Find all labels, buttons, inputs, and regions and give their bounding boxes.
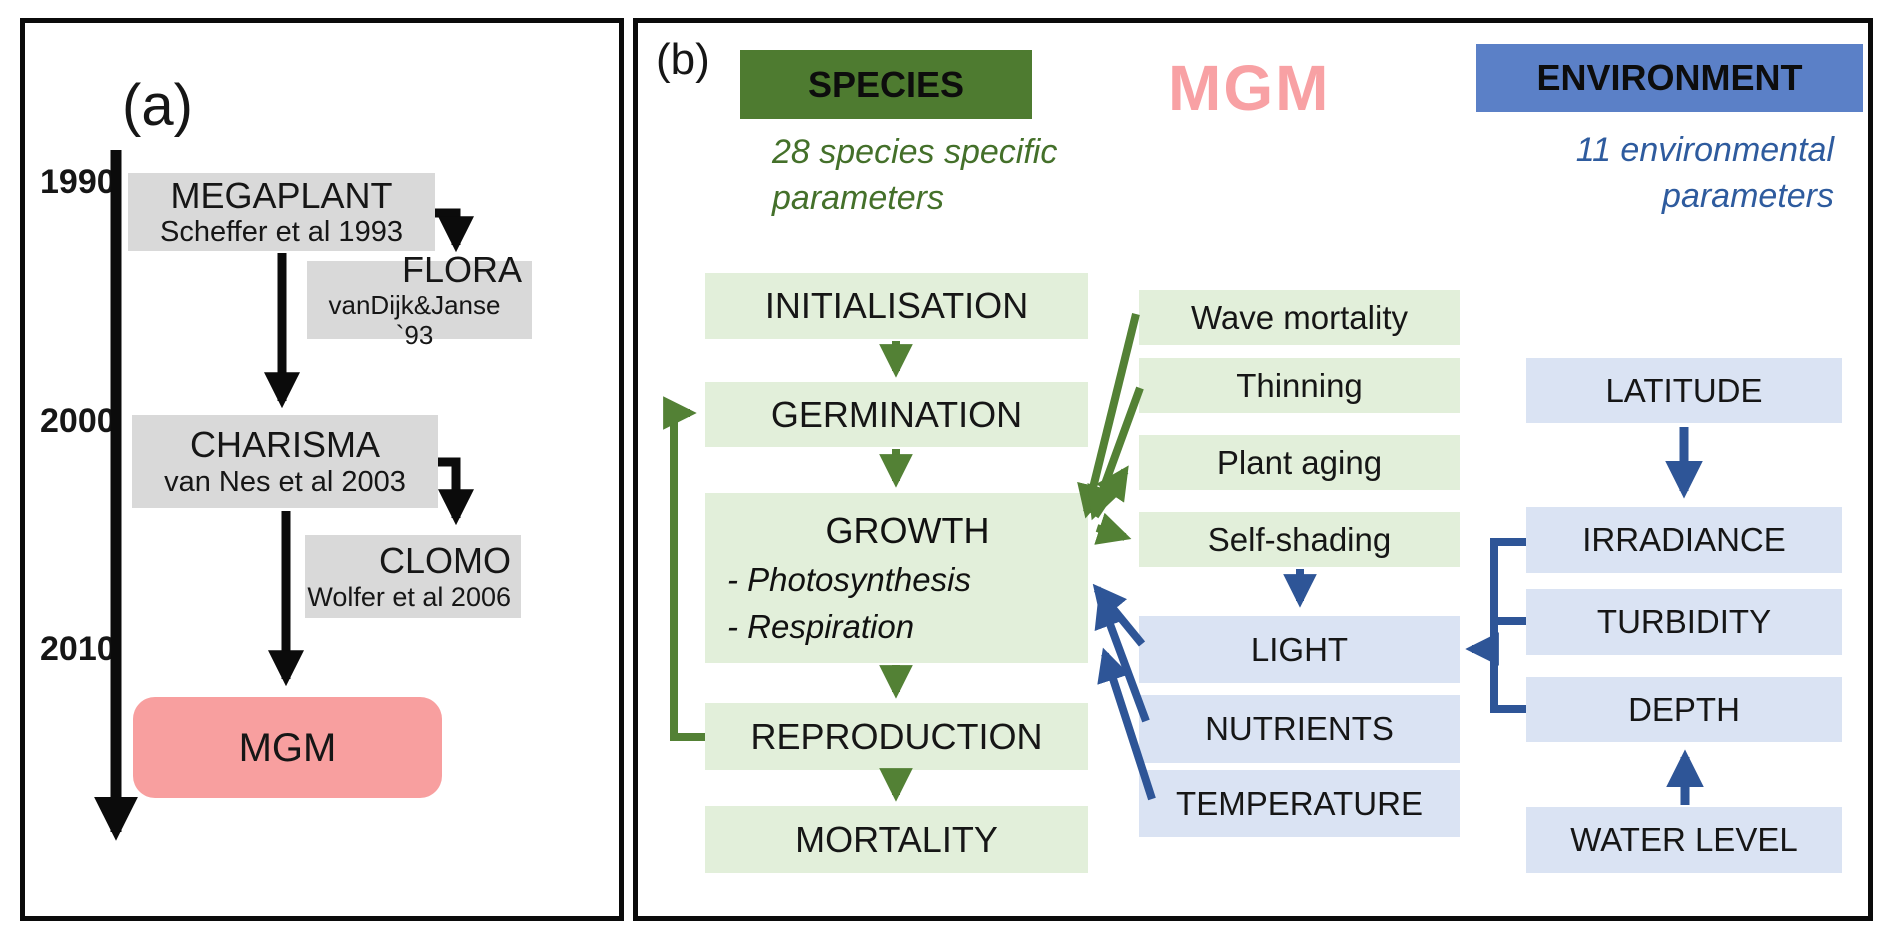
process-box-mortality: MORTALITY xyxy=(705,806,1088,873)
environment-parameter-note: 11 environmental parameters xyxy=(1504,128,1834,219)
environment-input-label-latitude: LATITUDE xyxy=(1605,371,1763,409)
model-name-charisma: CHARISMA xyxy=(189,424,381,466)
environment-input-label-depth: DEPTH xyxy=(1628,690,1740,728)
environment-input-label-irradiance: IRRADIANCE xyxy=(1582,521,1786,559)
environment-input-label-turbidity: TURBIDITY xyxy=(1596,603,1772,641)
environment-input-box-depth: DEPTH xyxy=(1526,677,1842,742)
model-box-megaplant: MEGAPLANT Scheffer et al 1993 xyxy=(128,173,435,251)
process-label-mortality: MORTALITY xyxy=(795,818,998,860)
environment-factor-box-nutrients: NUTRIENTS xyxy=(1139,695,1460,763)
species-process-box-self-shading: Self-shading xyxy=(1139,512,1460,567)
environment-input-box-latitude: LATITUDE xyxy=(1526,358,1842,423)
environment-note-line1: 11 environmental xyxy=(1575,131,1834,169)
species-process-label-plant-aging: Plant aging xyxy=(1216,443,1383,481)
panel-a-label: (a) xyxy=(122,73,193,138)
environment-factor-label-nutrients: NUTRIENTS xyxy=(1205,710,1394,748)
process-label-initialisation: INITIALISATION xyxy=(764,285,1029,327)
species-header: SPECIES xyxy=(740,50,1032,119)
environment-input-label-water-level: WATER LEVEL xyxy=(1570,821,1798,859)
species-note-line2: parameters xyxy=(772,178,944,217)
environment-input-box-water-level: WATER LEVEL xyxy=(1526,807,1842,873)
species-process-box-wave-mortality: Wave mortality xyxy=(1139,290,1460,345)
model-citation-clomo: Wolfer et al 2006 xyxy=(307,581,511,612)
environment-factor-label-temperature: TEMPERATURE xyxy=(1176,784,1423,822)
process-label-reproduction: REPRODUCTION xyxy=(750,715,1043,757)
process-label-growth: GROWTH xyxy=(825,510,990,552)
panel-b-label: (b) xyxy=(656,35,710,84)
model-name-mgm: MGM xyxy=(238,725,337,770)
mgm-title: MGM xyxy=(1168,52,1331,124)
model-box-mgm: MGM xyxy=(133,697,442,798)
timeline-year-1990: 1990 xyxy=(40,163,116,201)
environment-note-line2: parameters xyxy=(1662,176,1834,215)
model-box-charisma: CHARISMA van Nes et al 2003 xyxy=(132,415,438,508)
species-parameter-note: 28 species specific parameters xyxy=(772,130,1132,221)
species-process-box-thinning: Thinning xyxy=(1139,358,1460,413)
model-citation-flora: vanDijk&Janse `93 xyxy=(328,289,501,350)
timeline-year-2000: 2000 xyxy=(40,402,116,440)
model-citation-megaplant: Scheffer et al 1993 xyxy=(160,216,403,249)
process-box-initialisation: INITIALISATION xyxy=(705,273,1088,339)
environment-input-box-turbidity: TURBIDITY xyxy=(1526,589,1842,655)
model-citation-charisma: van Nes et al 2003 xyxy=(164,465,406,498)
process-box-reproduction: REPRODUCTION xyxy=(705,703,1088,770)
model-name-flora: FLORA xyxy=(401,249,522,291)
growth-detail-photosynthesis: - Photosynthesis xyxy=(727,560,971,598)
environment-factor-box-light: LIGHT xyxy=(1139,616,1460,683)
model-box-clomo: CLOMO Wolfer et al 2006 xyxy=(305,535,521,618)
timeline-year-2010: 2010 xyxy=(40,630,116,668)
species-process-label-thinning: Thinning xyxy=(1236,366,1363,404)
environment-factor-box-temperature: TEMPERATURE xyxy=(1139,770,1460,837)
environment-input-box-irradiance: IRRADIANCE xyxy=(1526,507,1842,573)
model-box-flora: FLORA vanDijk&Janse `93 xyxy=(307,249,532,350)
species-process-box-plant-aging: Plant aging xyxy=(1139,435,1460,490)
process-box-growth: GROWTH - Photosynthesis - Respiration xyxy=(705,493,1088,663)
process-label-germination: GERMINATION xyxy=(770,393,1023,435)
model-name-clomo: CLOMO xyxy=(378,540,511,582)
species-process-label-self-shading: Self-shading xyxy=(1207,520,1392,558)
species-note-line1: 28 species specific xyxy=(772,133,1058,171)
process-box-germination: GERMINATION xyxy=(705,382,1088,447)
growth-detail-respiration: - Respiration xyxy=(727,607,915,645)
model-name-megaplant: MEGAPLANT xyxy=(170,174,393,216)
environment-header: ENVIRONMENT xyxy=(1476,44,1863,112)
species-process-label-wave-mortality: Wave mortality xyxy=(1191,298,1408,336)
environment-factor-label-light: LIGHT xyxy=(1250,630,1349,668)
